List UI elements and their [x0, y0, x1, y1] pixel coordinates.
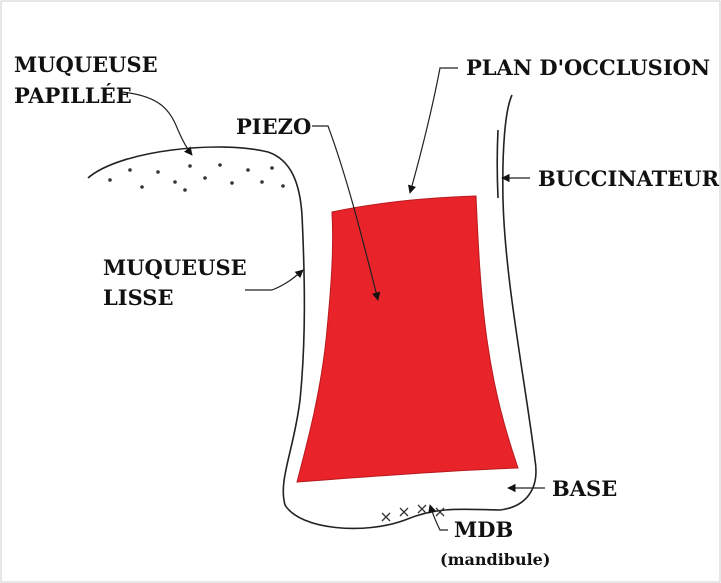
label-mdb: MDB: [454, 517, 513, 542]
buccinator-line: [497, 130, 498, 198]
label-muqueuse-lisse-2: LISSE: [103, 285, 173, 310]
label-plan-occlusion: PLAN D'OCCLUSION: [466, 55, 710, 80]
leader-muqueuse-papillee: [122, 92, 192, 155]
label-buccinateur: BUCCINATEUR: [538, 166, 720, 191]
leader-muqueuse-lisse: [245, 270, 303, 290]
leader-mdb: [430, 505, 448, 530]
papillary-dots: [108, 163, 285, 192]
label-muqueuse-papillee-1: MUQUEUSE: [14, 52, 158, 77]
label-muqueuse-lisse-1: MUQUEUSE: [103, 255, 247, 280]
leader-plan-occlusion: [410, 68, 458, 193]
label-base: BASE: [552, 476, 617, 501]
label-muqueuse-papillee-2: PAPILLÉE: [14, 83, 132, 108]
piezo-shape: [297, 196, 518, 482]
label-piezo: PIEZO: [236, 114, 311, 139]
label-mandibule: (mandibule): [440, 550, 550, 569]
